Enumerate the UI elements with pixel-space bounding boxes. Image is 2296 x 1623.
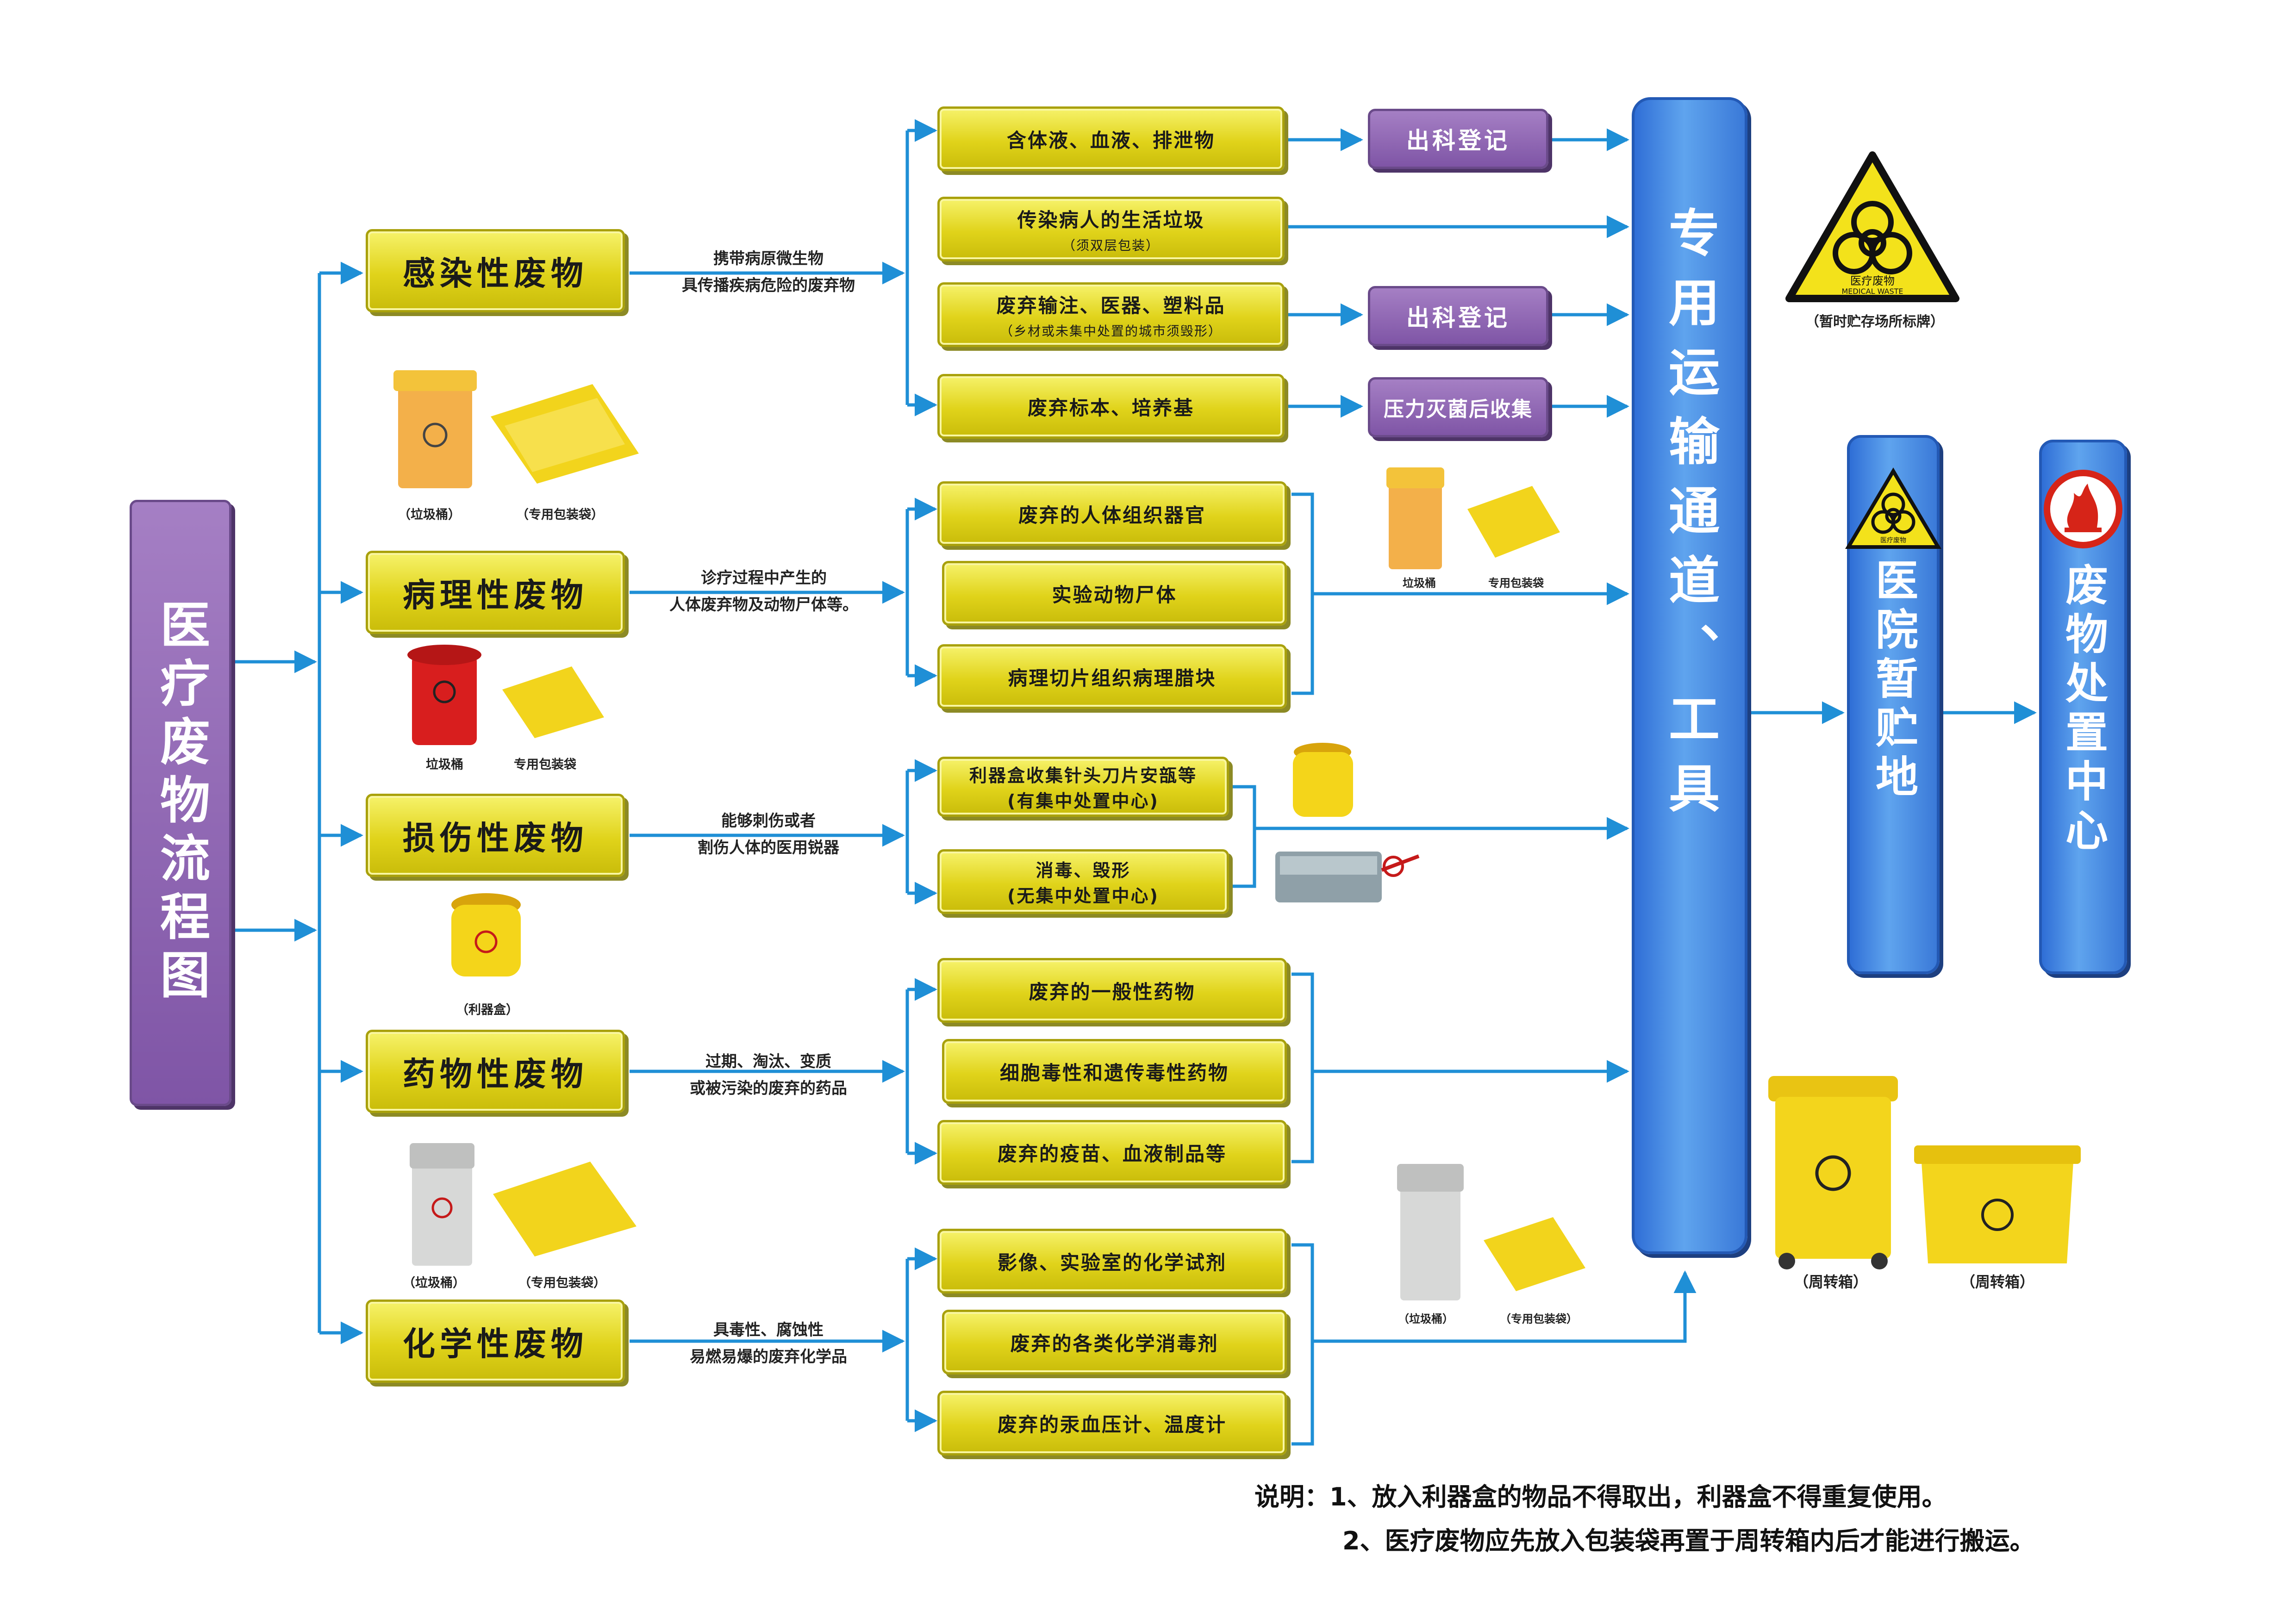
flame-hazard-icon [2044, 470, 2122, 548]
wheeled-tote-bin [1768, 1076, 1898, 1269]
storage-label: 医院暂贮地 [1868, 558, 1918, 803]
item-mercury-devices: 废弃的汞血压计、温度计 [937, 1391, 1287, 1455]
tote-caption-2: （周转箱） [1960, 1273, 2035, 1291]
category-pathological: 病理性废物 [366, 551, 625, 634]
action-checkout-2: 出科登记 [1368, 286, 1548, 346]
sign-caption: （暂时贮存场所标牌） [1805, 314, 1944, 330]
orange-waste-bin-small [1386, 467, 1444, 569]
item-sharps-box: 利器盒收集针头刀片安瓿等(有集中处置中心) [937, 757, 1229, 817]
turnover-box [1914, 1145, 2081, 1263]
orange-waste-bin [393, 370, 477, 488]
yellow-waste-bag-2 [502, 666, 604, 738]
category-chemical: 化学性废物 [366, 1300, 625, 1383]
gray-pedal-bin [410, 1143, 474, 1266]
action-checkout-1: 出科登记 [1368, 109, 1548, 169]
bin-caption-5: （垃圾桶） [1398, 1312, 1454, 1325]
bag-caption-4: 专用包装袋 [1488, 577, 1544, 590]
bin-caption-1: （垃圾桶） [398, 508, 461, 522]
item-cytotoxic-drugs: 细胞毒性和遗传毒性药物 [942, 1039, 1287, 1104]
bag-caption-2: 专用包装袋 [514, 758, 576, 772]
bag-caption-3: （专用包装袋） [518, 1276, 606, 1290]
bag-caption-1: （专用包装袋） [516, 508, 604, 522]
yellow-waste-bag-3 [493, 1162, 636, 1256]
yellow-waste-bag [491, 384, 639, 484]
bin-caption-4: 垃圾桶 [1403, 577, 1436, 590]
item-vaccines-blood: 废弃的疫苗、血液制品等 [937, 1120, 1287, 1185]
storage-biohazard-icon: 医疗废物 [1845, 467, 1942, 549]
red-waste-bin [407, 645, 481, 745]
category-desc-pharmaceutical: 过期、淘汰、变质或被污染的废弃的药品 [690, 1052, 847, 1098]
bin-caption-2: 垃圾桶 [426, 758, 463, 772]
main-title: 医疗废物流程图 [152, 599, 210, 1007]
action-autoclave: 压力灭菌后收集 [1368, 377, 1548, 437]
item-infusion-plastics: 废弃输注、医器、塑料品（乡材或未集中处置的城市须毁形） [937, 282, 1285, 347]
category-desc-pathological: 诊疗过程中产生的人体废弃物及动物尸体等。 [669, 569, 858, 614]
item-pathology-slices: 病理切片组织病理腊块 [937, 644, 1287, 709]
tote-caption-1: （周转箱） [1794, 1273, 1868, 1291]
category-infectious: 感染性废物 [366, 229, 625, 312]
disposal-label: 废物处置中心 [2058, 563, 2108, 857]
sign-text-cn: 医疗废物 [1850, 274, 1895, 287]
category-pharmaceutical: 药物性废物 [366, 1030, 625, 1113]
sharps-caption: （利器盒） [456, 1003, 518, 1017]
item-lab-reagents: 影像、实验室的化学试剂 [937, 1229, 1287, 1293]
item-specimens: 废弃标本、培养基 [937, 374, 1285, 439]
bin-caption-3: （垃圾桶） [403, 1276, 465, 1290]
sharps-container-small [1293, 743, 1353, 817]
item-body-fluids: 含体液、血液、排泄物 [937, 106, 1285, 171]
item-lab-animals: 实验动物尸体 [942, 561, 1287, 626]
yellow-waste-bag-4 [1467, 486, 1560, 558]
main-title-box: 医疗废物流程图 [130, 500, 231, 1106]
sharps-container [451, 893, 521, 976]
category-injurious: 损伤性废物 [366, 794, 625, 877]
biohazard-warning-sign: 医疗废物 MEDICAL WASTE [1785, 151, 1959, 302]
yellow-waste-bag-5 [1484, 1217, 1585, 1291]
notes-line-2: 2、医疗废物应先放入包装袋再置于周转箱内后才能进行搬运。 [1342, 1526, 2035, 1555]
transport-column: 专用运输通道、工具 [1632, 97, 1747, 1254]
item-disinfectants: 废弃的各类化学消毒剂 [942, 1310, 1287, 1374]
category-desc-injurious: 能够刺伤或者割伤人体的医用锐器 [698, 812, 839, 857]
category-desc-chemical: 具毒性、腐蚀性易燃易爆的废弃化学品 [690, 1321, 847, 1366]
item-human-tissue: 废弃的人体组织器官 [937, 481, 1287, 546]
gray-pedal-bin-small [1397, 1164, 1464, 1300]
category-desc-infectious: 携带病原微生物具传播疾病危险的废弃物 [682, 249, 855, 295]
transport-label: 专用运输通道、工具 [1660, 206, 1719, 831]
notes-line-1: 说明：1、放入利器盒的物品不得取出，利器盒不得重复使用。 [1254, 1482, 1947, 1511]
item-patient-waste: 传染病人的生活垃圾（须双层包装） [937, 197, 1285, 261]
item-disinfect-destroy: 消毒、毁形(无集中处置中心) [937, 849, 1229, 914]
item-general-drugs: 废弃的一般性药物 [937, 958, 1287, 1023]
storage-sign-text: 医疗废物 [1880, 537, 1906, 544]
destruction-machine [1275, 852, 1420, 902]
sign-text-en: MEDICAL WASTE [1842, 287, 1903, 296]
bag-caption-5: （专用包装袋） [1500, 1312, 1578, 1325]
